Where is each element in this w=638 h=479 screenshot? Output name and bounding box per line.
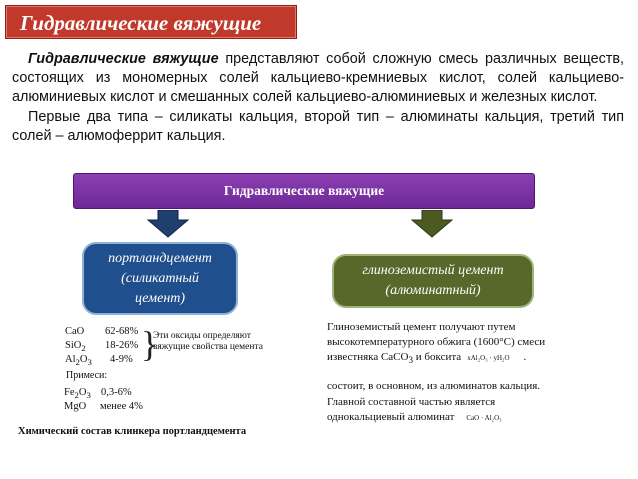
portland-line-1: портландцемент xyxy=(108,250,212,266)
arrow-down-right-icon xyxy=(410,210,454,238)
alumina-text-line-1: Глиноземистый цемент получают путем xyxy=(327,321,516,333)
portland-cement-box: портландцемент (силикатный цемент) xyxy=(82,242,238,315)
oxides-note: Эти оксиды определяют вяжущие свойства ц… xyxy=(153,331,263,352)
slide-title: Гидравлические вяжущие xyxy=(20,11,262,35)
impurities-label: Примеси: xyxy=(66,370,108,381)
arrow-down-left-icon xyxy=(146,210,190,238)
oxide-brace: } xyxy=(141,324,159,364)
alumina-text-line-2: высокотемпературного обжига (1600°С) сме… xyxy=(327,336,546,348)
intro-term: Гидравлические вяжущие xyxy=(28,51,219,67)
alumina-line-1: глиноземистый цемент xyxy=(362,263,504,278)
main-category-label: Гидравлические вяжущие xyxy=(223,183,385,198)
alumina-text-line-5: Главной составной частью является xyxy=(327,396,496,408)
slide-title-bar: Гидравлические вяжущие xyxy=(5,5,297,39)
portland-line-2: (силикатный xyxy=(121,270,199,286)
alumina-line-2: (алюминатный) xyxy=(385,283,481,298)
intro-p1-rest: представляют собой сложную смесь различн… xyxy=(12,51,624,106)
bauxite-formula: xAl₂O₃ · yH₂O xyxy=(467,354,510,362)
main-category-box: Гидравлические вяжущие xyxy=(73,173,535,209)
intro-text: Гидравлические вяжущие представляют собо… xyxy=(12,50,624,146)
clinker-caption: Химический состав клинкера портландцемен… xyxy=(18,426,247,437)
alumina-cement-box: глиноземистый цемент (алюминатный) xyxy=(332,254,534,308)
intro-paragraph-2: Первые два типа – силикаты кальция, втор… xyxy=(12,108,624,144)
alumina-text-line-4: состоит, в основном, из алюминатов кальц… xyxy=(327,380,541,392)
portland-line-3: цемент) xyxy=(134,290,186,306)
intro-paragraph-1: Гидравлические вяжущие представляют собо… xyxy=(12,50,624,108)
monocalcium-aluminate-formula: CaO · Al₂O₃ xyxy=(466,414,502,422)
